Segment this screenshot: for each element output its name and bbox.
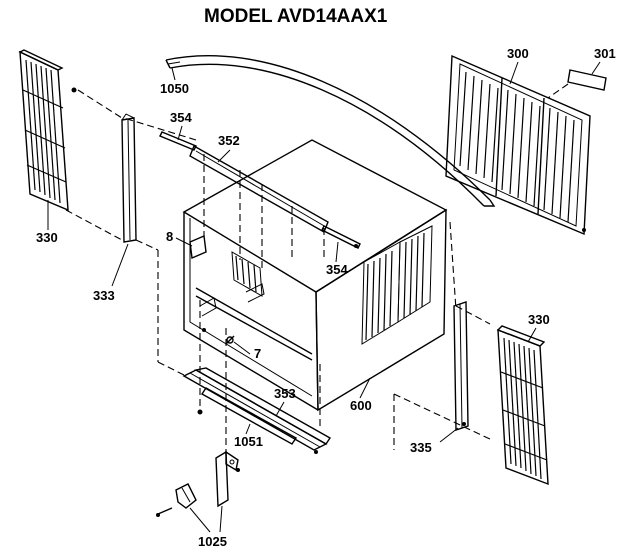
label-7: 7 xyxy=(254,346,261,361)
leader-8 xyxy=(175,237,193,247)
leader-353 xyxy=(275,401,285,417)
leader-352 xyxy=(217,149,231,163)
left-side-grille-panel xyxy=(18,49,69,212)
leader-354-lower xyxy=(335,241,339,263)
leader-354-upper xyxy=(177,125,183,141)
leader-301 xyxy=(591,61,601,75)
dashed-alignment-lines xyxy=(65,89,493,456)
leader-1025-a xyxy=(189,507,211,533)
top-rail-lower xyxy=(321,225,361,249)
filter-plate xyxy=(567,69,607,91)
mounting-brackets xyxy=(156,450,240,517)
label-330-left: 330 xyxy=(36,230,58,245)
screw xyxy=(197,409,203,415)
leader-300 xyxy=(509,61,519,85)
leader-7 xyxy=(233,341,251,355)
leader-1051 xyxy=(245,423,251,435)
leader-333 xyxy=(111,243,129,287)
leader-330-right xyxy=(527,327,537,343)
label-335: 335 xyxy=(410,440,432,455)
left-side-rail xyxy=(121,113,137,243)
leader-335 xyxy=(439,427,459,443)
dashed-guide xyxy=(547,83,569,99)
top-curved-trim-strip xyxy=(165,54,496,207)
leader-1025-b xyxy=(219,505,223,533)
leader-1050 xyxy=(171,67,176,81)
top-bracket xyxy=(189,144,329,234)
leader-600 xyxy=(359,377,371,399)
label-333: 333 xyxy=(93,288,115,303)
label-354-lower: 354 xyxy=(326,262,348,277)
cabinet-housing xyxy=(182,139,448,412)
label-353: 353 xyxy=(274,386,296,401)
label-354-upper: 354 xyxy=(170,110,192,125)
screw xyxy=(71,87,77,93)
label-300: 300 xyxy=(507,46,529,61)
label-1051: 1051 xyxy=(234,434,263,449)
right-side-rail xyxy=(453,301,469,431)
label-8: 8 xyxy=(166,229,173,244)
front-grille xyxy=(445,54,591,236)
label-1050: 1050 xyxy=(160,81,189,96)
screw xyxy=(202,328,206,332)
label-301: 301 xyxy=(594,46,616,61)
label-600: 600 xyxy=(350,398,372,413)
top-rail-upper xyxy=(159,131,197,151)
bottom-rail xyxy=(182,367,332,454)
screw-part-7 xyxy=(225,335,235,345)
label-330-right: 330 xyxy=(528,312,550,327)
label-352: 352 xyxy=(218,133,240,148)
model-title: MODEL AVD14AAX1 xyxy=(204,6,388,27)
label-1025: 1025 xyxy=(198,534,227,549)
right-side-grille-panel xyxy=(496,325,549,486)
